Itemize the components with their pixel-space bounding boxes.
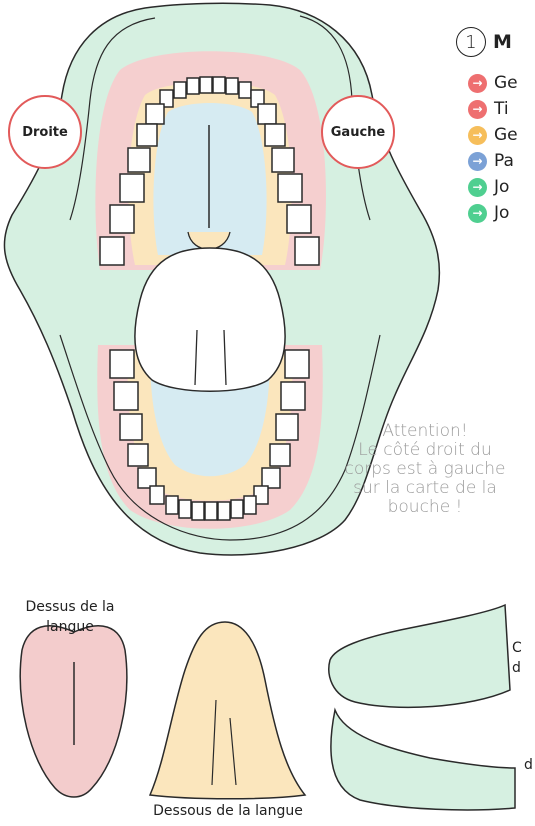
tooth [262,468,280,488]
legend-item: → Ge [468,122,518,148]
legend-label: Ti [494,99,509,119]
tongue-underside-caption: Dessous de la langue [118,803,338,819]
tooth [110,350,134,378]
arrow-right-icon: → [468,100,487,119]
step-title: M [493,31,512,53]
step-number-badge: 1 [456,27,486,57]
tooth [258,104,276,124]
tooth [276,414,298,440]
tooth [231,500,243,518]
tooth [120,414,142,440]
caption-line: langue [5,617,135,637]
tooth [272,148,294,172]
arrow-right-icon: → [468,74,487,93]
tongue-underside-view [150,622,305,799]
right-side-text: Droite [22,125,68,140]
legend-item: → Jo [468,174,518,200]
tooth [265,124,285,146]
tongue [135,248,285,391]
arrow-right-icon: → [468,126,487,145]
cheek-caption-1: C d [512,638,522,678]
legend-item: → Ge [468,70,518,96]
step-header: 1 M [456,27,512,57]
tooth [218,502,230,520]
tooth [278,174,302,202]
legend-label: Ge [494,125,518,145]
tooth [138,468,156,488]
tooth [179,500,191,518]
warning-line: sur la carte de la [315,479,535,498]
tooth [205,502,217,520]
tooth [192,502,204,520]
tooth [110,205,134,233]
caption-line: C [512,638,522,658]
legend-label: Ge [494,73,518,93]
left-side-text: Gauche [331,125,385,140]
tooth [270,444,290,466]
tooth [285,350,309,378]
tooth [174,82,186,98]
legend-label: Jo [494,203,509,223]
legend-label: Pa [494,151,514,171]
tooth [226,78,238,94]
left-side-label: Gauche [321,95,395,169]
warning-line: Attention! [315,422,535,441]
warning-note: Attention! Le côté droit du corps est à … [315,422,535,517]
tooth [166,496,178,514]
tooth [281,382,305,410]
cheek-caption-2: d [524,757,533,773]
arrow-right-icon: → [468,152,487,171]
tooth [137,124,157,146]
warning-line: bouche ! [315,498,535,517]
tooth [128,148,150,172]
tooth [187,78,199,94]
arrow-right-icon: → [468,178,487,197]
tooth [295,237,319,265]
tooth [244,496,256,514]
tooth [239,82,251,98]
arrow-right-icon: → [468,204,487,223]
tooth [100,237,124,265]
zone-legend: → Ge → Ti → Ge → Pa → Jo → Jo [468,70,518,226]
warning-line: Le côté droit du [315,441,535,460]
tooth [213,77,225,93]
legend-label: Jo [494,177,509,197]
tooth [150,486,164,504]
tooth [146,104,164,124]
tongue-top-caption: Dessus de la langue [5,597,135,637]
cheek-inner-view-2 [331,710,515,810]
caption-line: d [512,658,522,678]
tooth [287,205,311,233]
legend-item: → Ti [468,96,518,122]
caption-line: Dessus de la [5,597,135,617]
cheek-inner-view-1 [329,605,510,707]
legend-item: → Jo [468,200,518,226]
tooth [120,174,144,202]
tooth [200,77,212,93]
right-side-label: Droite [8,95,82,169]
legend-item: → Pa [468,148,518,174]
tooth [114,382,138,410]
warning-line: corps est à gauche [315,460,535,479]
tooth [128,444,148,466]
